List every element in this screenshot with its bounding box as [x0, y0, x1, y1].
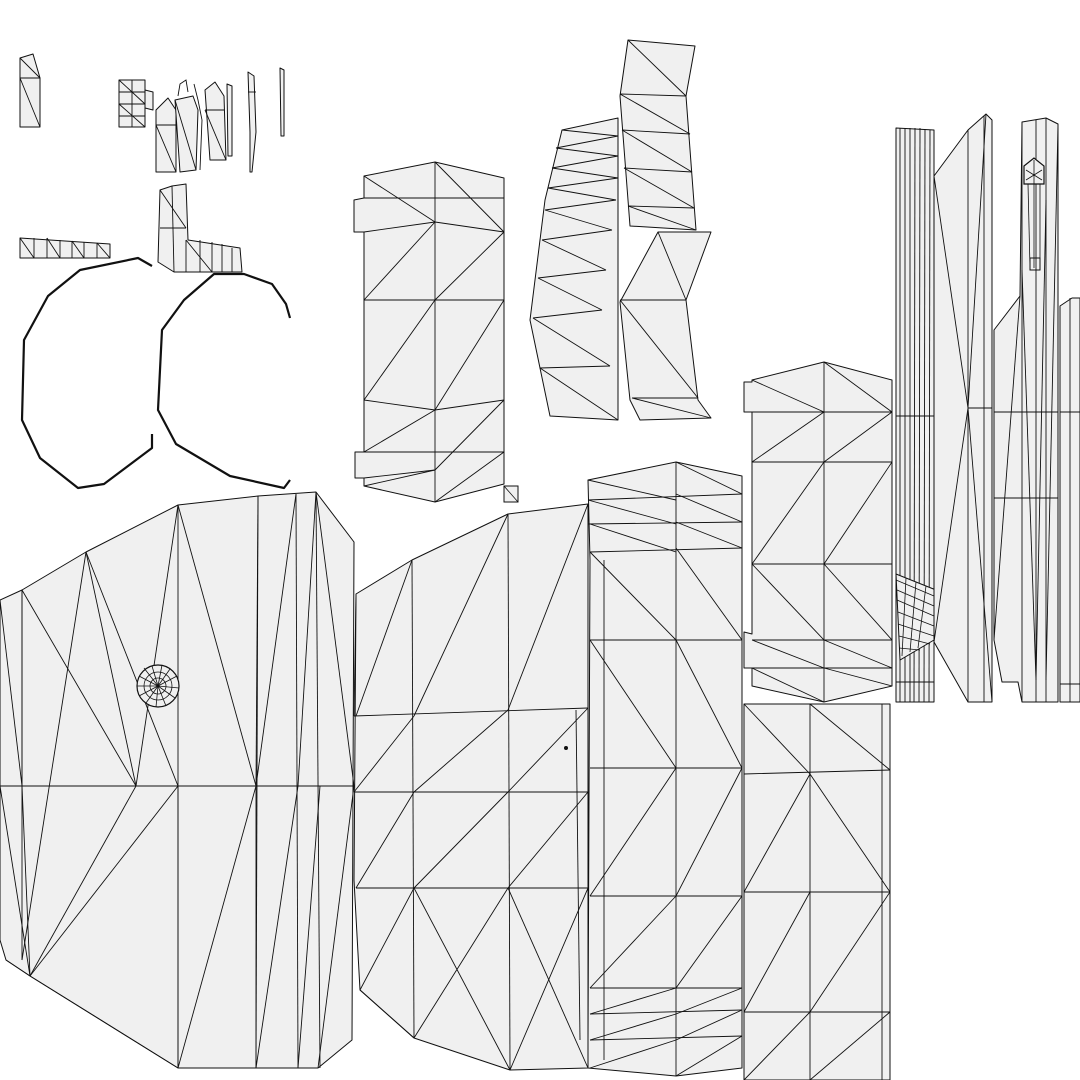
uv-island-large-middle [353, 503, 589, 1071]
uv-island-right-edge-strips [993, 117, 1080, 703]
uv-island-small-pillar [19, 53, 41, 128]
uv-island-curved-strip [529, 117, 619, 421]
uv-island-zigzag-strip-bottom [619, 231, 712, 421]
uv-island-dense-circle [136, 664, 180, 708]
uv-island-zigzag-strip-top [619, 39, 697, 231]
uv-island-small-strip [19, 237, 111, 259]
uv-island-ring-left [20, 256, 154, 490]
uv-island-tall-block [353, 161, 505, 503]
uv-island-small-column [157, 183, 243, 273]
uv-island-small-cluster [118, 67, 285, 173]
uv-island-column-center [587, 461, 743, 1077]
uv-marker-dot [564, 746, 568, 750]
uv-island-column-right-upper [743, 361, 893, 703]
uv-island-ring-right [156, 272, 292, 490]
uv-island-dense-pin [1023, 157, 1045, 271]
uv-island-column-right-lower [743, 703, 891, 1080]
uv-island-spindle [933, 113, 993, 703]
uv-island-large-left [0, 491, 355, 1069]
